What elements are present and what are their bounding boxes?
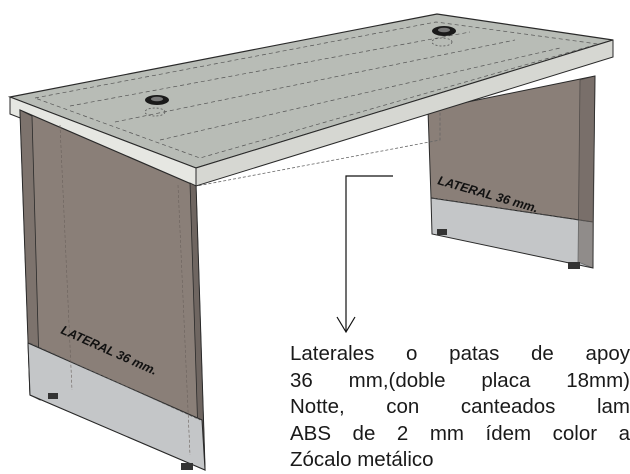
- right-rear-foot: [568, 262, 580, 269]
- desk-illustration: LATERAL 36 mm.: [7, 13, 614, 471]
- desk-diagram: LATERAL 36 mm.: [7, 13, 630, 474]
- cable-grommet-rear: [431, 26, 456, 47]
- cable-grommet-front: [144, 95, 169, 117]
- description-line: ABS de 2 mm ídem color a: [290, 421, 630, 445]
- left-front-foot: [48, 393, 58, 399]
- description-line: Laterales o patas de apoy: [290, 342, 630, 365]
- description-line: 36 mm,(doble placa 18mm): [290, 368, 630, 392]
- desk-top: [7, 13, 614, 187]
- right-front-foot: [437, 229, 447, 235]
- right-side-panel: LATERAL 36 mm.: [427, 75, 596, 269]
- description-line: Notte, con canteados lam: [290, 395, 630, 418]
- description-line: Zócalo metálico: [290, 448, 434, 471]
- left-rear-foot: [181, 463, 193, 470]
- callout-arrow: [336, 175, 393, 334]
- spec-description: Laterales o patas de apoy 36 mm,(doble p…: [290, 341, 630, 474]
- left-side-panel: LATERAL 36 mm.: [19, 109, 206, 471]
